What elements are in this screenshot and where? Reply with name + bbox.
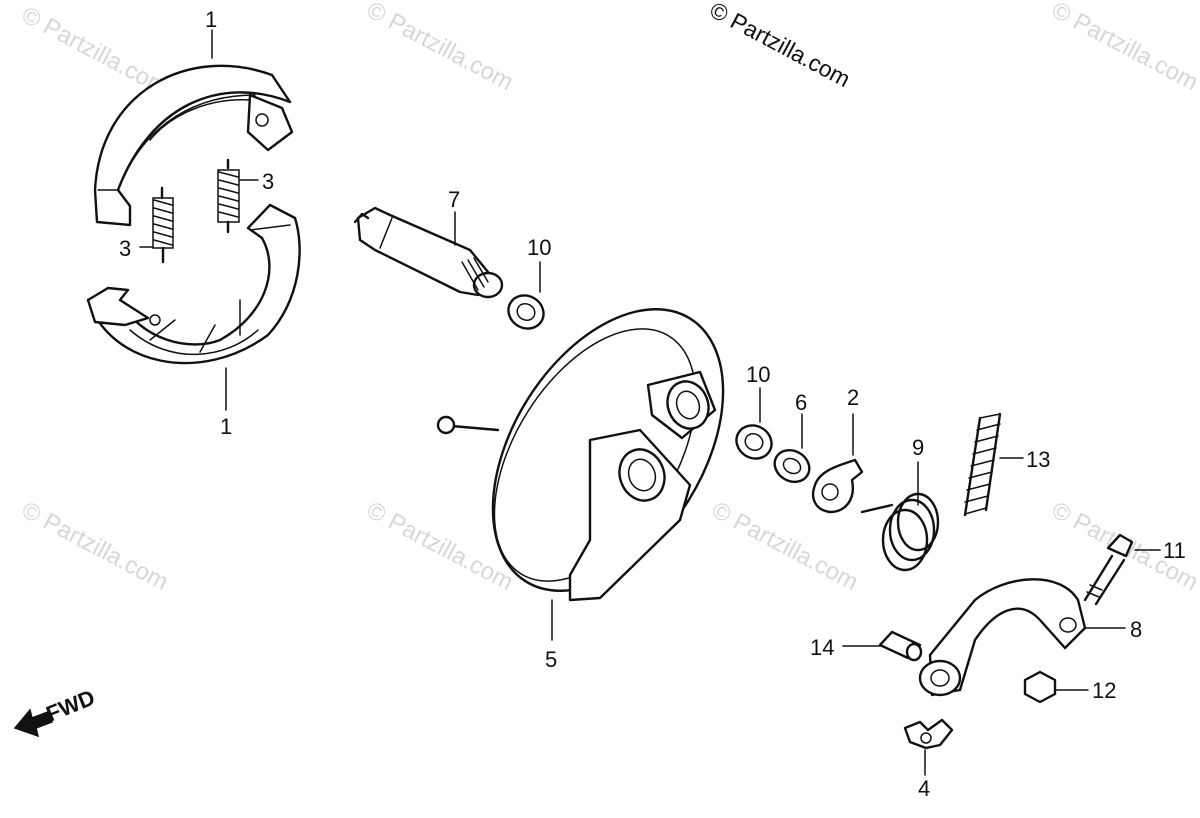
callout-9-return-spring: 9 [912,435,924,460]
brake-arm [918,578,1087,697]
leader-lines [139,29,1161,776]
callout-12-nut: 12 [1092,678,1116,703]
brake-shoe-lower [86,203,301,365]
callouts: 1 1 3 3 7 10 10 6 2 9 13 11 8 12 14 4 5 [119,7,1186,801]
oil-seal-lower [735,424,773,460]
watermark: © Partzilla.com [362,0,517,96]
wear-indicator-plate [811,458,864,514]
callout-2-indicator: 2 [847,385,859,410]
callout-14-pin: 14 [810,635,834,660]
callout-6-dust-seal: 6 [795,390,807,415]
arm-bolt [1083,533,1134,606]
callout-10-upper-seal: 10 [527,235,551,260]
callout-10-lower-seal: 10 [746,362,770,387]
spring-left [152,186,174,264]
spring-right [217,158,240,234]
fwd-arrow: FWD [13,685,99,738]
callout-3-right-spring: 3 [262,169,274,194]
arrow-icon [13,708,53,738]
joint-pin [878,630,923,662]
callout-11-bolt: 11 [1163,538,1186,563]
brake-shoe-upper [93,64,294,227]
watermark: © Partzilla.com [17,496,172,596]
compression-spring [963,412,1002,517]
fwd-label: FWD [43,685,99,727]
callout-1-lower-shoe: 1 [220,414,232,439]
callout-7-cam: 7 [448,187,460,212]
brake-cam [353,206,504,299]
callout-3-left-spring: 3 [119,236,131,261]
watermark: © Partzilla.com [1047,0,1200,96]
arm-nut [1023,670,1057,704]
copyright-text: © Partzilla.com [706,0,855,92]
callout-8-arm: 8 [1130,617,1142,642]
callout-1-upper-shoe: 1 [205,7,217,32]
callout-5-panel: 5 [545,647,557,672]
dust-seal [773,448,811,484]
brake-panel [436,308,725,602]
oil-seal-upper [507,294,545,330]
callout-4-wing-nut: 4 [918,776,930,801]
callout-13-spring: 13 [1026,447,1050,472]
return-spring [860,492,940,572]
adjusting-wing-nut [903,718,954,750]
